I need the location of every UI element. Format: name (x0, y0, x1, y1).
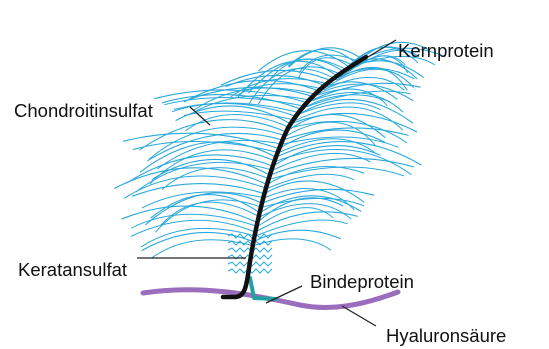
cs-chain-right (283, 128, 409, 140)
cs-chain-left (141, 228, 255, 247)
cs-chain-right (273, 153, 371, 170)
label-kernprotein: Kernprotein (398, 40, 494, 61)
cs-chain-left (184, 111, 296, 120)
cs-chain-left (131, 220, 255, 236)
cs-chain-left (142, 232, 254, 250)
cs-chain-right (257, 208, 333, 227)
label-keratansulfat: Keratansulfat (18, 259, 127, 280)
cs-chain-right (296, 107, 403, 130)
label-bindeprotein: Bindeprotein (310, 271, 414, 292)
label-chondroitinsulfat: Chondroitinsulfat (14, 100, 153, 121)
cs-chain-left (126, 155, 273, 183)
cs-chain-left (124, 176, 267, 198)
cs-chain-left (164, 97, 307, 106)
leader-hyaluronsaeure (342, 306, 376, 326)
cs-chain-right (255, 220, 347, 236)
label-hyaluronsaeure: Hyaluronsäure (386, 325, 506, 346)
leader-kernprotein (368, 40, 396, 57)
